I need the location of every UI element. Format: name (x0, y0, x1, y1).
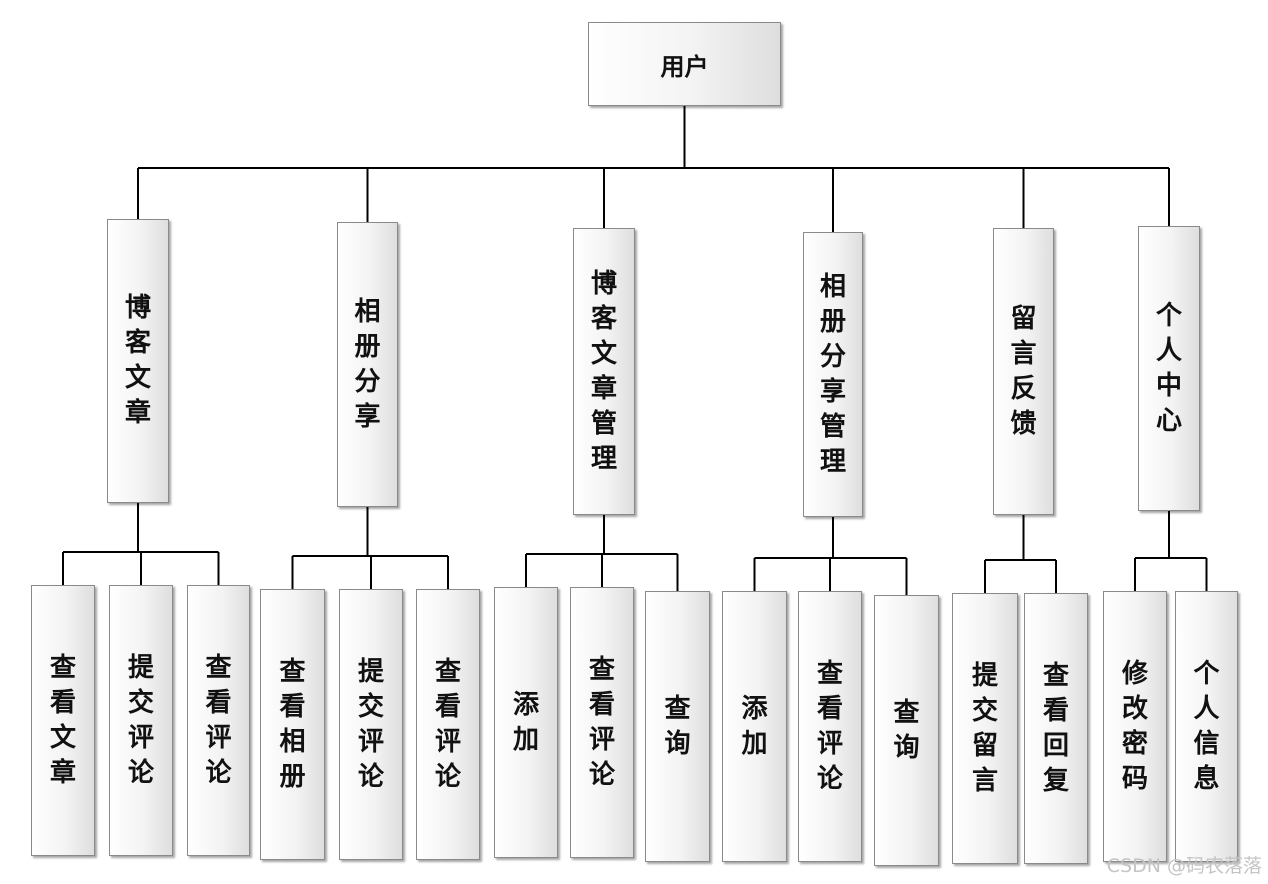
child-change-password[interactable]: 修改密码 (1103, 591, 1167, 862)
module-blog-article-management[interactable]: 博客文章管理 (573, 228, 635, 515)
child-add[interactable]: 添加 (722, 591, 787, 862)
child-view-comments[interactable]: 查看评论 (187, 585, 250, 856)
child-add[interactable]: 添加 (494, 587, 558, 858)
child-label: 添加 (512, 689, 539, 755)
child-label: 查看回复 (1042, 660, 1069, 796)
root-node-label: 用户 (660, 52, 709, 81)
child-view-album[interactable]: 查看相册 (260, 589, 325, 860)
child-label: 添加 (741, 693, 768, 759)
child-view-comments[interactable]: 查看评论 (798, 591, 862, 862)
module-label: 留言反馈 (1010, 303, 1037, 439)
child-view-reply[interactable]: 查看回复 (1024, 593, 1088, 864)
root-node-user[interactable]: 用户 (588, 22, 781, 106)
module-label: 博客文章 (124, 293, 151, 428)
child-submit-comment[interactable]: 提交评论 (109, 585, 173, 856)
child-submit-message[interactable]: 提交留言 (952, 593, 1018, 864)
child-query[interactable]: 查询 (874, 595, 939, 866)
child-label: 提交评论 (357, 656, 384, 792)
child-label: 个人信息 (1193, 658, 1220, 794)
child-label: 查询 (664, 693, 691, 759)
module-album-share-management[interactable]: 相册分享管理 (803, 232, 863, 517)
child-submit-comment[interactable]: 提交评论 (339, 589, 403, 860)
module-message-feedback[interactable]: 留言反馈 (993, 228, 1054, 515)
module-personal-center[interactable]: 个人中心 (1138, 226, 1200, 511)
module-label: 相册分享 (354, 296, 381, 432)
child-personal-info[interactable]: 个人信息 (1175, 591, 1238, 862)
child-view-comments[interactable]: 查看评论 (570, 587, 634, 858)
child-label: 查看评论 (588, 654, 615, 790)
child-label: 提交评论 (127, 652, 154, 788)
child-label: 提交留言 (971, 660, 998, 796)
child-label: 查询 (893, 697, 920, 763)
module-album-share[interactable]: 相册分享 (337, 222, 398, 507)
child-view-articles[interactable]: 查看文章 (31, 585, 95, 856)
child-view-comments[interactable]: 查看评论 (416, 589, 480, 860)
module-label: 相册分享管理 (819, 271, 846, 477)
child-label: 查看评论 (205, 652, 232, 788)
child-label: 查看文章 (49, 652, 76, 788)
module-label: 个人中心 (1155, 300, 1182, 436)
child-label: 查看评论 (434, 656, 461, 792)
watermark: CSDN @码农落落 (1106, 855, 1262, 877)
child-label: 查看相册 (279, 656, 306, 792)
module-blog-articles[interactable]: 博客文章 (107, 219, 169, 503)
module-label: 博客文章管理 (590, 268, 617, 474)
child-label: 查看评论 (816, 658, 843, 794)
child-query[interactable]: 查询 (645, 591, 710, 862)
child-label: 修改密码 (1121, 658, 1148, 794)
